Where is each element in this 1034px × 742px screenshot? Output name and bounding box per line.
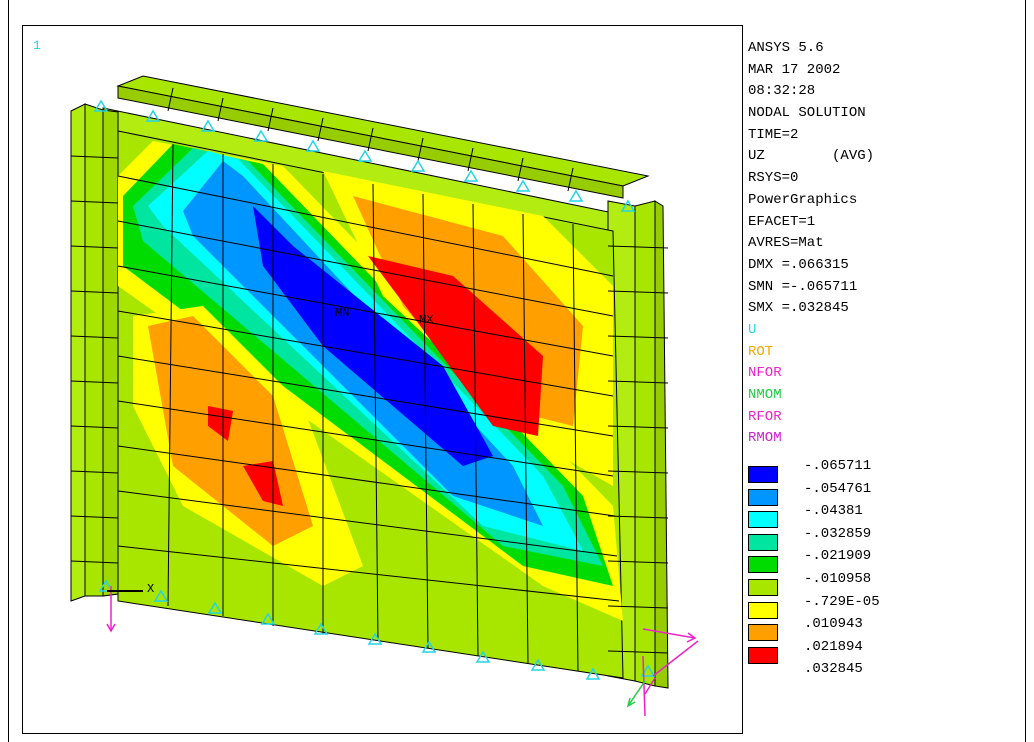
max-marker-label: MX: [419, 313, 434, 327]
symbol-key-rfor: RFOR: [748, 408, 782, 425]
legend-value: -.04381: [804, 503, 863, 520]
x-axis-label: X: [147, 582, 155, 596]
window-number: 1: [33, 38, 41, 53]
symbol-key-rot: ROT: [748, 343, 774, 360]
info-component: UZ (AVG): [748, 148, 875, 165]
legend-value: -.032859: [804, 525, 872, 542]
screenshot-frame: [8, 0, 1026, 742]
legend-value: .021894: [804, 638, 863, 655]
legend-swatch: [748, 578, 778, 596]
info-program: ANSYS 5.6: [748, 40, 824, 56]
legend-swatch: [748, 556, 778, 574]
min-marker-label: MN: [335, 306, 350, 320]
info-date: MAR 17 2002: [748, 61, 841, 78]
legend-swatch: [748, 601, 778, 619]
legend-swatch: [748, 646, 778, 664]
info-graphics-mode: PowerGraphics: [748, 191, 858, 208]
info-smx: SMX =.032845: [748, 300, 849, 317]
info-rsys: RSYS=0: [748, 170, 799, 187]
legend-value: .010943: [804, 616, 863, 633]
legend-value: -.010958: [804, 570, 872, 587]
info-avres: AVRES=Mat: [748, 235, 824, 252]
legend-swatch: [748, 533, 778, 551]
graphics-viewport[interactable]: 1 MN MX X: [22, 25, 743, 734]
legend-swatch: [748, 511, 778, 529]
legend-value: -.054761: [804, 480, 872, 497]
legend-value: -.065711: [804, 458, 872, 474]
info-step-time: TIME=2: [748, 126, 799, 143]
legend-value: -.021909: [804, 548, 872, 565]
symbol-key-nmom: NMOM: [748, 387, 782, 403]
info-solution-type: NODAL SOLUTION: [748, 105, 866, 122]
legend-value: -.729E-05: [804, 593, 880, 610]
legend-swatch: [748, 624, 778, 642]
contour-plot: [70, 75, 699, 717]
legend-swatch: [748, 488, 778, 506]
info-smn: SMN =-.065711: [748, 278, 858, 295]
info-efacet: EFACET=1: [748, 213, 816, 230]
legend-swatch: [748, 466, 778, 483]
legend-value: .032845: [804, 661, 863, 678]
info-dmx: DMX =.066315: [748, 256, 849, 273]
symbol-key-u: U: [748, 321, 757, 338]
solution-info-panel: ANSYS 5.6 MAR 17 2002 08:32:28 NODAL SOL…: [748, 38, 1018, 450]
info-time: 08:32:28: [748, 83, 816, 100]
symbol-key-rmom: RMOM: [748, 430, 782, 447]
symbol-key-nfor: NFOR: [748, 365, 782, 382]
